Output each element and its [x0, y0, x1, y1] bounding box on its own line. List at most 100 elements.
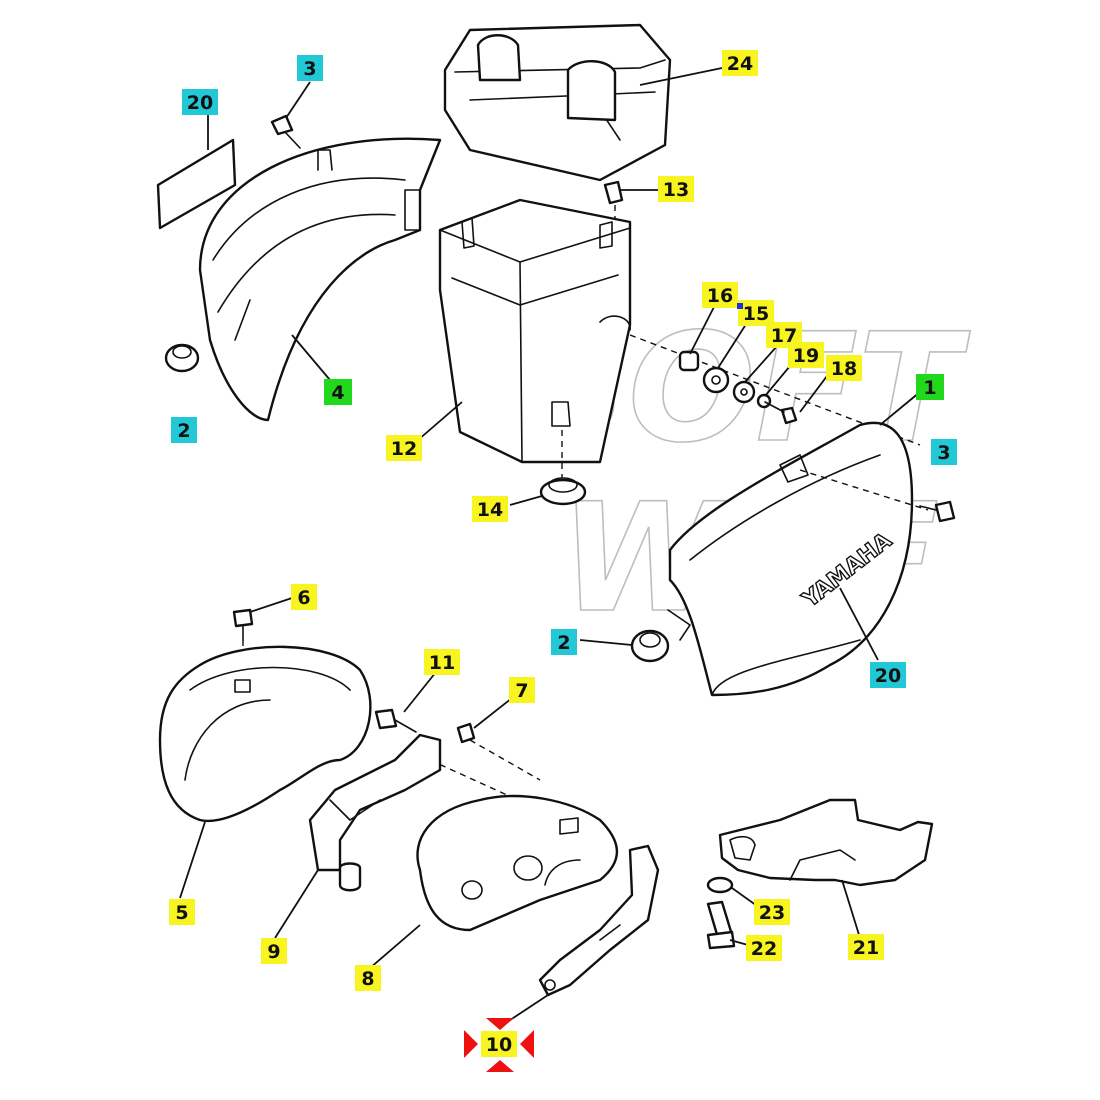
callout-box: [551, 629, 577, 655]
part-10-bracket-strip: [538, 844, 660, 997]
callout-box: [355, 965, 381, 991]
part-3-screw-b: [919, 500, 956, 523]
part-16-collar: [678, 350, 700, 372]
part-15-damper: [702, 366, 730, 394]
callout-16: 16: [702, 282, 738, 308]
callout-box: [509, 677, 535, 703]
part-3-screw-a: [270, 114, 301, 149]
callout-box: [261, 938, 287, 964]
callout-box: [291, 584, 317, 610]
callout-label: 23: [759, 902, 785, 924]
callout-label: 15: [743, 303, 769, 325]
part-22-bolt: [706, 900, 736, 950]
marker-arrow-right: [520, 1030, 534, 1058]
part-11-screw: [374, 708, 417, 733]
callout-18: 18: [826, 355, 862, 381]
part-14-grommet: [539, 477, 587, 506]
callout-box: [169, 899, 195, 925]
callout-7: 7: [509, 677, 535, 703]
callout-label: 1: [923, 377, 936, 399]
callout-label: 17: [771, 325, 797, 347]
marker-dot-blue: [737, 303, 743, 309]
callout-box: [826, 355, 862, 381]
part-17-washer: [732, 380, 756, 404]
callout-label: 2: [557, 632, 570, 654]
selection-marker-10: [464, 1018, 534, 1072]
callout-box: [481, 1031, 517, 1057]
callout-5: 5: [169, 899, 195, 925]
part-6-screw: [232, 608, 254, 641]
callout-24: 24: [722, 50, 758, 76]
callout-label: 7: [515, 680, 528, 702]
callout-label: 8: [361, 968, 374, 990]
marker-arrow-left: [464, 1030, 478, 1058]
part-24-battery-cover: [443, 23, 672, 182]
callout-label: 22: [751, 938, 777, 960]
callout-label: 3: [303, 58, 316, 80]
callout-label: 14: [477, 499, 503, 521]
callout-box: [848, 934, 884, 960]
part-4-side-cover-left: [198, 137, 442, 422]
callout-23: 23: [754, 899, 790, 925]
part-23-washer: [706, 876, 734, 894]
callout-label: 12: [391, 438, 417, 460]
callout-box: [746, 935, 782, 961]
callout-9: 9: [261, 938, 287, 964]
callout-box: [722, 50, 758, 76]
callout-label: 20: [187, 92, 213, 114]
callout-3: 3: [297, 55, 323, 81]
callout-1: 1: [916, 374, 944, 400]
callout-box: [297, 55, 323, 81]
callout-20: 20: [182, 89, 218, 115]
callout-4: 4: [324, 379, 352, 405]
callout-label: 16: [707, 285, 733, 307]
callout-label: 18: [831, 358, 857, 380]
part-2-grommet-b: [630, 629, 670, 663]
callout-2: 2: [171, 417, 197, 443]
callout-12: 12: [386, 435, 422, 461]
callout-21: 21: [848, 934, 884, 960]
callout-label: 5: [175, 902, 188, 924]
part-18-bolt: [764, 401, 798, 425]
callout-box: [324, 379, 352, 405]
callout-15: 15: [738, 300, 774, 326]
part-1-side-cover-right: YAMAHA: [667, 421, 914, 697]
callout-label: 3: [937, 442, 950, 464]
callout-2: 2: [551, 629, 577, 655]
part-12-battery-box: [438, 198, 632, 464]
callout-3: 3: [931, 439, 957, 465]
callout-10: 10: [481, 1031, 517, 1057]
part-2-grommet-a: [164, 343, 200, 373]
callout-box: [931, 439, 957, 465]
callout-label: 10: [486, 1034, 512, 1056]
callout-label: 13: [663, 179, 689, 201]
callout-box: [658, 176, 694, 202]
callout-box: [788, 342, 824, 368]
callout-13: 13: [658, 176, 694, 202]
callout-label: 2: [177, 420, 190, 442]
callout-label: 21: [853, 937, 879, 959]
callout-14: 14: [472, 496, 508, 522]
callout-20: 20: [870, 662, 906, 688]
callout-22: 22: [746, 935, 782, 961]
callout-label: 20: [875, 665, 901, 687]
callout-box: [424, 649, 460, 675]
part-8-panel: [416, 794, 619, 932]
callout-label: 9: [267, 941, 280, 963]
callout-box: [738, 300, 774, 326]
callout-17: 17: [766, 322, 802, 348]
callout-box: [702, 282, 738, 308]
callout-label: 4: [331, 382, 344, 404]
callout-label: 19: [793, 345, 819, 367]
callout-box: [182, 89, 218, 115]
part-20-decal: [156, 138, 237, 230]
callout-box: [386, 435, 422, 461]
part-7-nut: [456, 722, 476, 744]
part-19-spring-washer: [756, 393, 772, 409]
part-21-bracket: [718, 798, 934, 887]
part-5-cover-shell: [158, 645, 372, 823]
marker-arrow-bottom: [486, 1060, 514, 1072]
leader-lines: [179, 67, 921, 1029]
